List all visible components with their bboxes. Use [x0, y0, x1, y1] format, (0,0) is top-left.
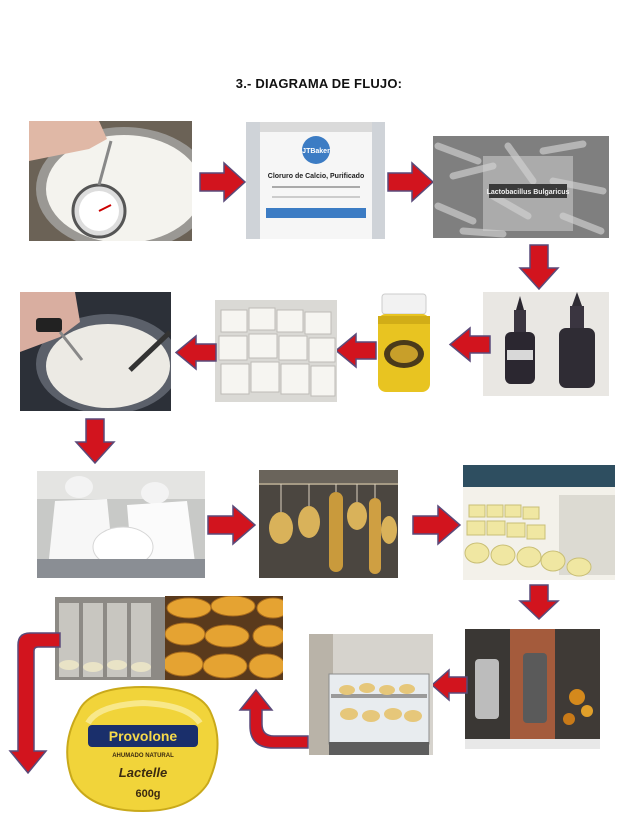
provolone-maker-text: Lactelle: [119, 765, 167, 780]
provolone-weight-text: 600g: [135, 788, 160, 800]
arrow-right-1: [199, 161, 247, 203]
calcium-chloride-jar-photo: JTBaker Cloruro de Calcio, Purificado: [246, 122, 385, 239]
cheese-brine-tank-photo: [463, 465, 615, 580]
culture-bottle-photo: [374, 292, 435, 395]
aged-cheese-wheels-photo: [165, 596, 283, 680]
arrow-left-1: [448, 326, 491, 363]
page-title: 3.- DIAGRAMA DE FLUJO:: [235, 76, 403, 91]
hanging-cheeses-photo: [259, 470, 398, 578]
cut-curd-photo: [215, 300, 337, 402]
rennet-bottles-photo: [483, 292, 609, 396]
arrow-curved-up: [238, 688, 309, 752]
provolone-brand-text: Provolone: [109, 728, 178, 744]
arrow-down-3: [518, 584, 560, 621]
arrow-left-4: [430, 668, 468, 702]
calcium-brand-text: JTBaker: [302, 148, 330, 155]
arrow-right-4: [412, 504, 462, 546]
provolone-sub-text: AHUMADO NATURAL: [112, 753, 174, 759]
ripening-cellar-photo: [55, 597, 165, 680]
milk-heating-thermometer-photo: [29, 121, 192, 241]
calcium-label-text: Cloruro de Calcio, Purificado: [268, 173, 364, 180]
arrow-right-3: [207, 504, 257, 546]
curd-temperature-check-photo: [20, 292, 171, 411]
cheese-display-case-photo: [309, 634, 433, 755]
smoking-chamber-photo: [465, 629, 600, 749]
arrow-curved-down: [8, 632, 61, 775]
arrow-down-2: [74, 418, 116, 465]
arrow-left-3: [174, 334, 217, 371]
provolone-product-photo: Provolone AHUMADO NATURAL Lactelle 600g: [58, 683, 228, 814]
arrow-right-2: [387, 161, 435, 203]
workers-molding-cheese-photo: [37, 471, 205, 578]
arrow-down-1: [518, 244, 560, 291]
lactobacillus-label-text: Lactobacillus Bulgaricus: [487, 189, 570, 196]
lactobacillus-micrograph-photo: Lactobacillus Bulgaricus: [433, 136, 609, 238]
arrow-left-2: [334, 332, 377, 369]
